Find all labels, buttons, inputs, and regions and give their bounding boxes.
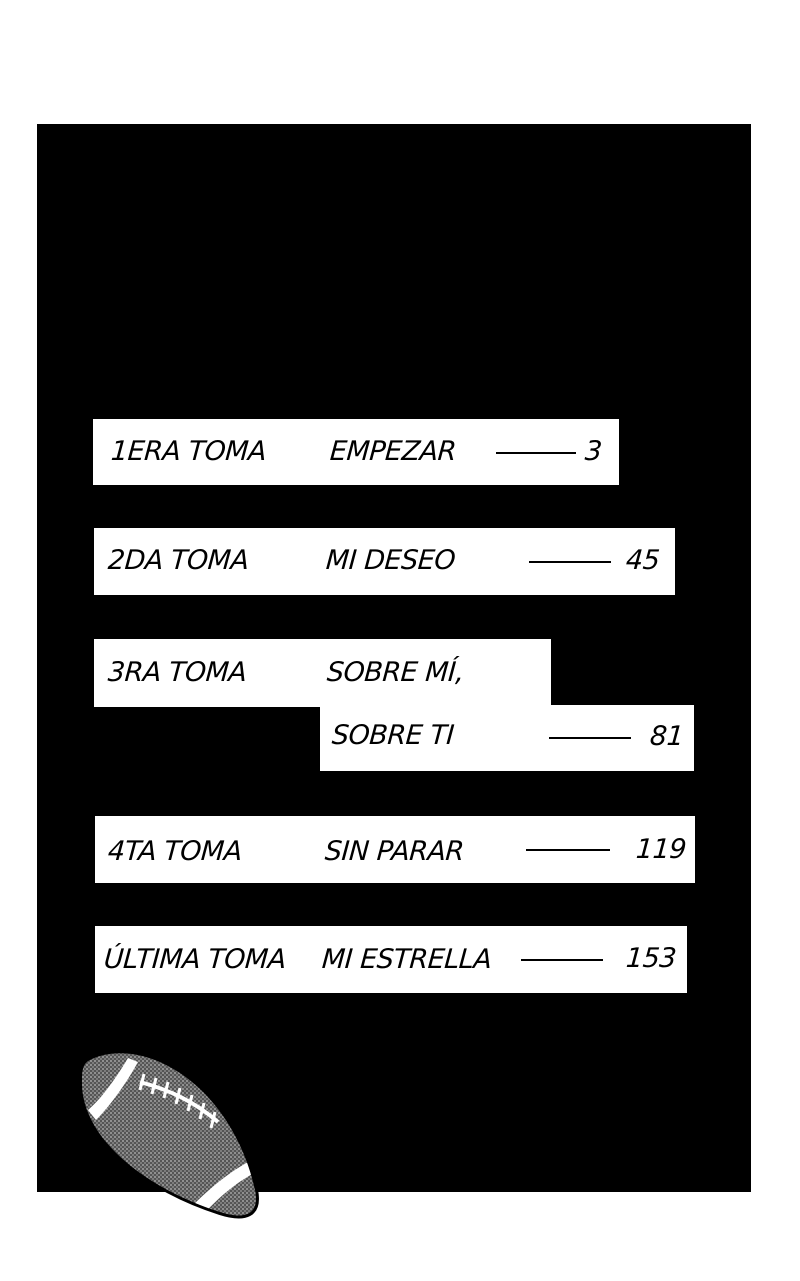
toc-entry-4-leader: [526, 849, 610, 851]
toc-entry-3-title-line1: SOBRE MÍ,: [325, 657, 465, 688]
toc-entry-3-title-line2: SOBRE TI: [330, 720, 455, 751]
toc-entry-1-leader: [496, 452, 576, 454]
toc-entry-5-leader: [521, 959, 603, 961]
football-icon: [78, 1050, 259, 1219]
toc-entry-2-label: 2DA TOMA: [106, 545, 250, 576]
toc-entry-3-label: 3RA TOMA: [106, 657, 248, 688]
toc-entry-3-bottom[interactable]: [320, 705, 694, 771]
toc-entry-1-title: EMPEZAR: [328, 436, 458, 467]
toc-entry-2-title: MI DESEO: [324, 545, 457, 576]
toc-entry-4-label: 4TA TOMA: [106, 836, 243, 867]
toc-entry-4-title: SIN PARAR: [323, 836, 465, 867]
toc-entry-5-title: MI ESTRELLA: [320, 944, 493, 975]
toc-entry-3-top[interactable]: [94, 639, 551, 707]
toc-entry-3-leader: [549, 737, 631, 739]
toc-entry-1-label: 1ERA TOMA: [109, 436, 268, 467]
toc-entry-5-label: ÚLTIMA TOMA: [102, 944, 287, 975]
toc-entry-2-leader: [529, 561, 611, 563]
toc-entry-5-page: 153: [624, 943, 678, 974]
toc-entry-4-page: 119: [634, 834, 688, 865]
toc-entry-1-page: 3: [583, 436, 603, 467]
toc-entry-3-page: 81: [648, 721, 685, 752]
toc-entry-2-page: 45: [624, 545, 661, 576]
